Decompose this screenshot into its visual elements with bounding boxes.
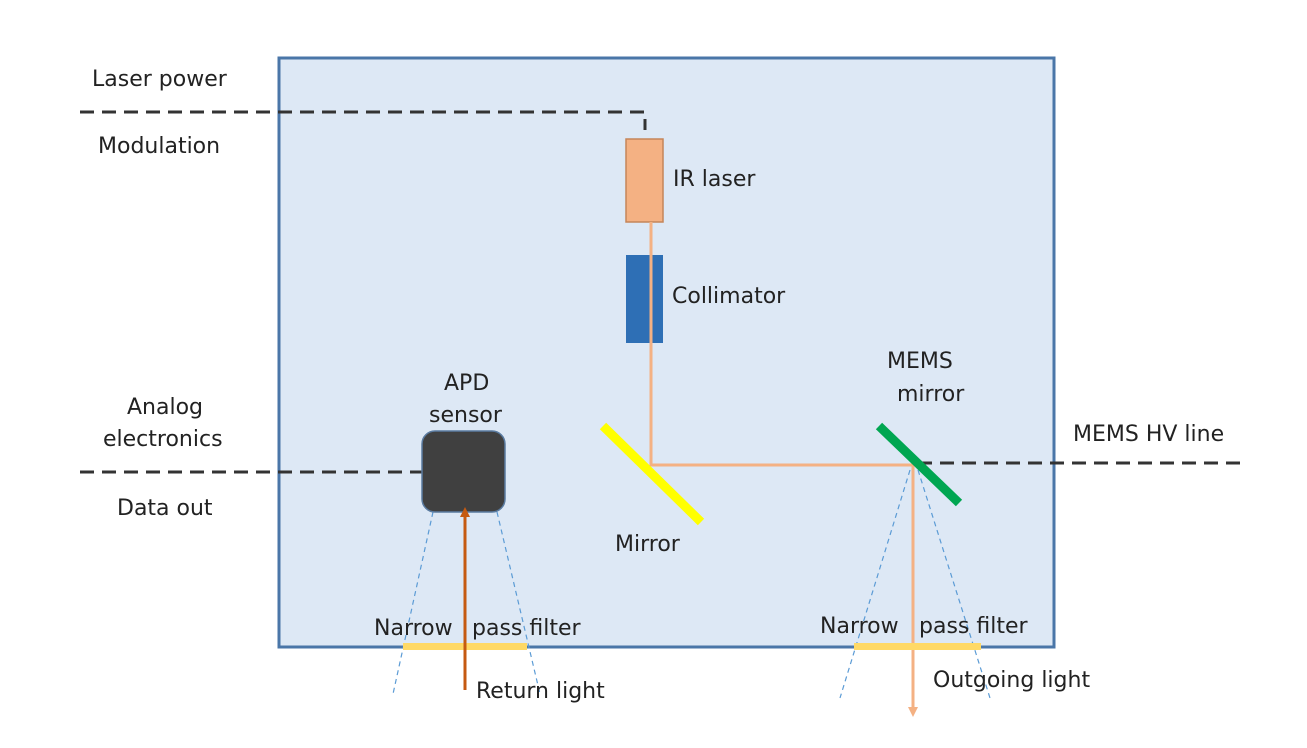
mems-hv-line-label: MEMS HV line: [1073, 422, 1224, 447]
mirror-label: Mirror: [615, 532, 681, 557]
collimator: [626, 255, 663, 343]
laser-beam: [649, 222, 913, 467]
apd-fov-right: [496, 511, 541, 695]
mems-mirror-label-line1: MEMS: [887, 349, 953, 374]
mems-fov-left: [839, 469, 911, 699]
ir-laser-label: IR laser: [673, 167, 756, 192]
apd-sensor-label-line2: sensor: [429, 403, 503, 428]
apd-sensor: [421, 430, 506, 513]
mems-mirror-label-line2: mirror: [897, 382, 965, 407]
mems-mirror: [875, 422, 963, 507]
mems-fov-right: [917, 469, 991, 699]
fold-mirror: [599, 422, 705, 526]
filter-right-label-word2: pass filter: [919, 614, 1028, 639]
filter-left-label-word1: Narrow: [374, 616, 453, 641]
collimator-label: Collimator: [672, 284, 786, 309]
laser-power-line: [80, 110, 647, 130]
filter-right-label-word1: Narrow: [820, 614, 899, 639]
return-light-label: Return light: [476, 679, 605, 704]
data-out-label: Data out: [117, 496, 213, 521]
modulation-label: Modulation: [98, 134, 220, 159]
device-enclosure: [277, 56, 1056, 649]
narrow-pass-filter-right: [854, 643, 981, 650]
filter-left-label-word2: pass filter: [472, 616, 581, 641]
apd-fov-left: [392, 511, 434, 695]
laser-power-label: Laser power: [92, 67, 228, 92]
ir-laser: [625, 138, 664, 223]
apd-sensor-label-line1: APD: [444, 371, 489, 396]
outgoing-light-label: Outgoing light: [933, 668, 1090, 693]
analog-electronics-label-line2: electronics: [103, 427, 223, 452]
analog-electronics-label-line1: Analog: [127, 395, 203, 420]
